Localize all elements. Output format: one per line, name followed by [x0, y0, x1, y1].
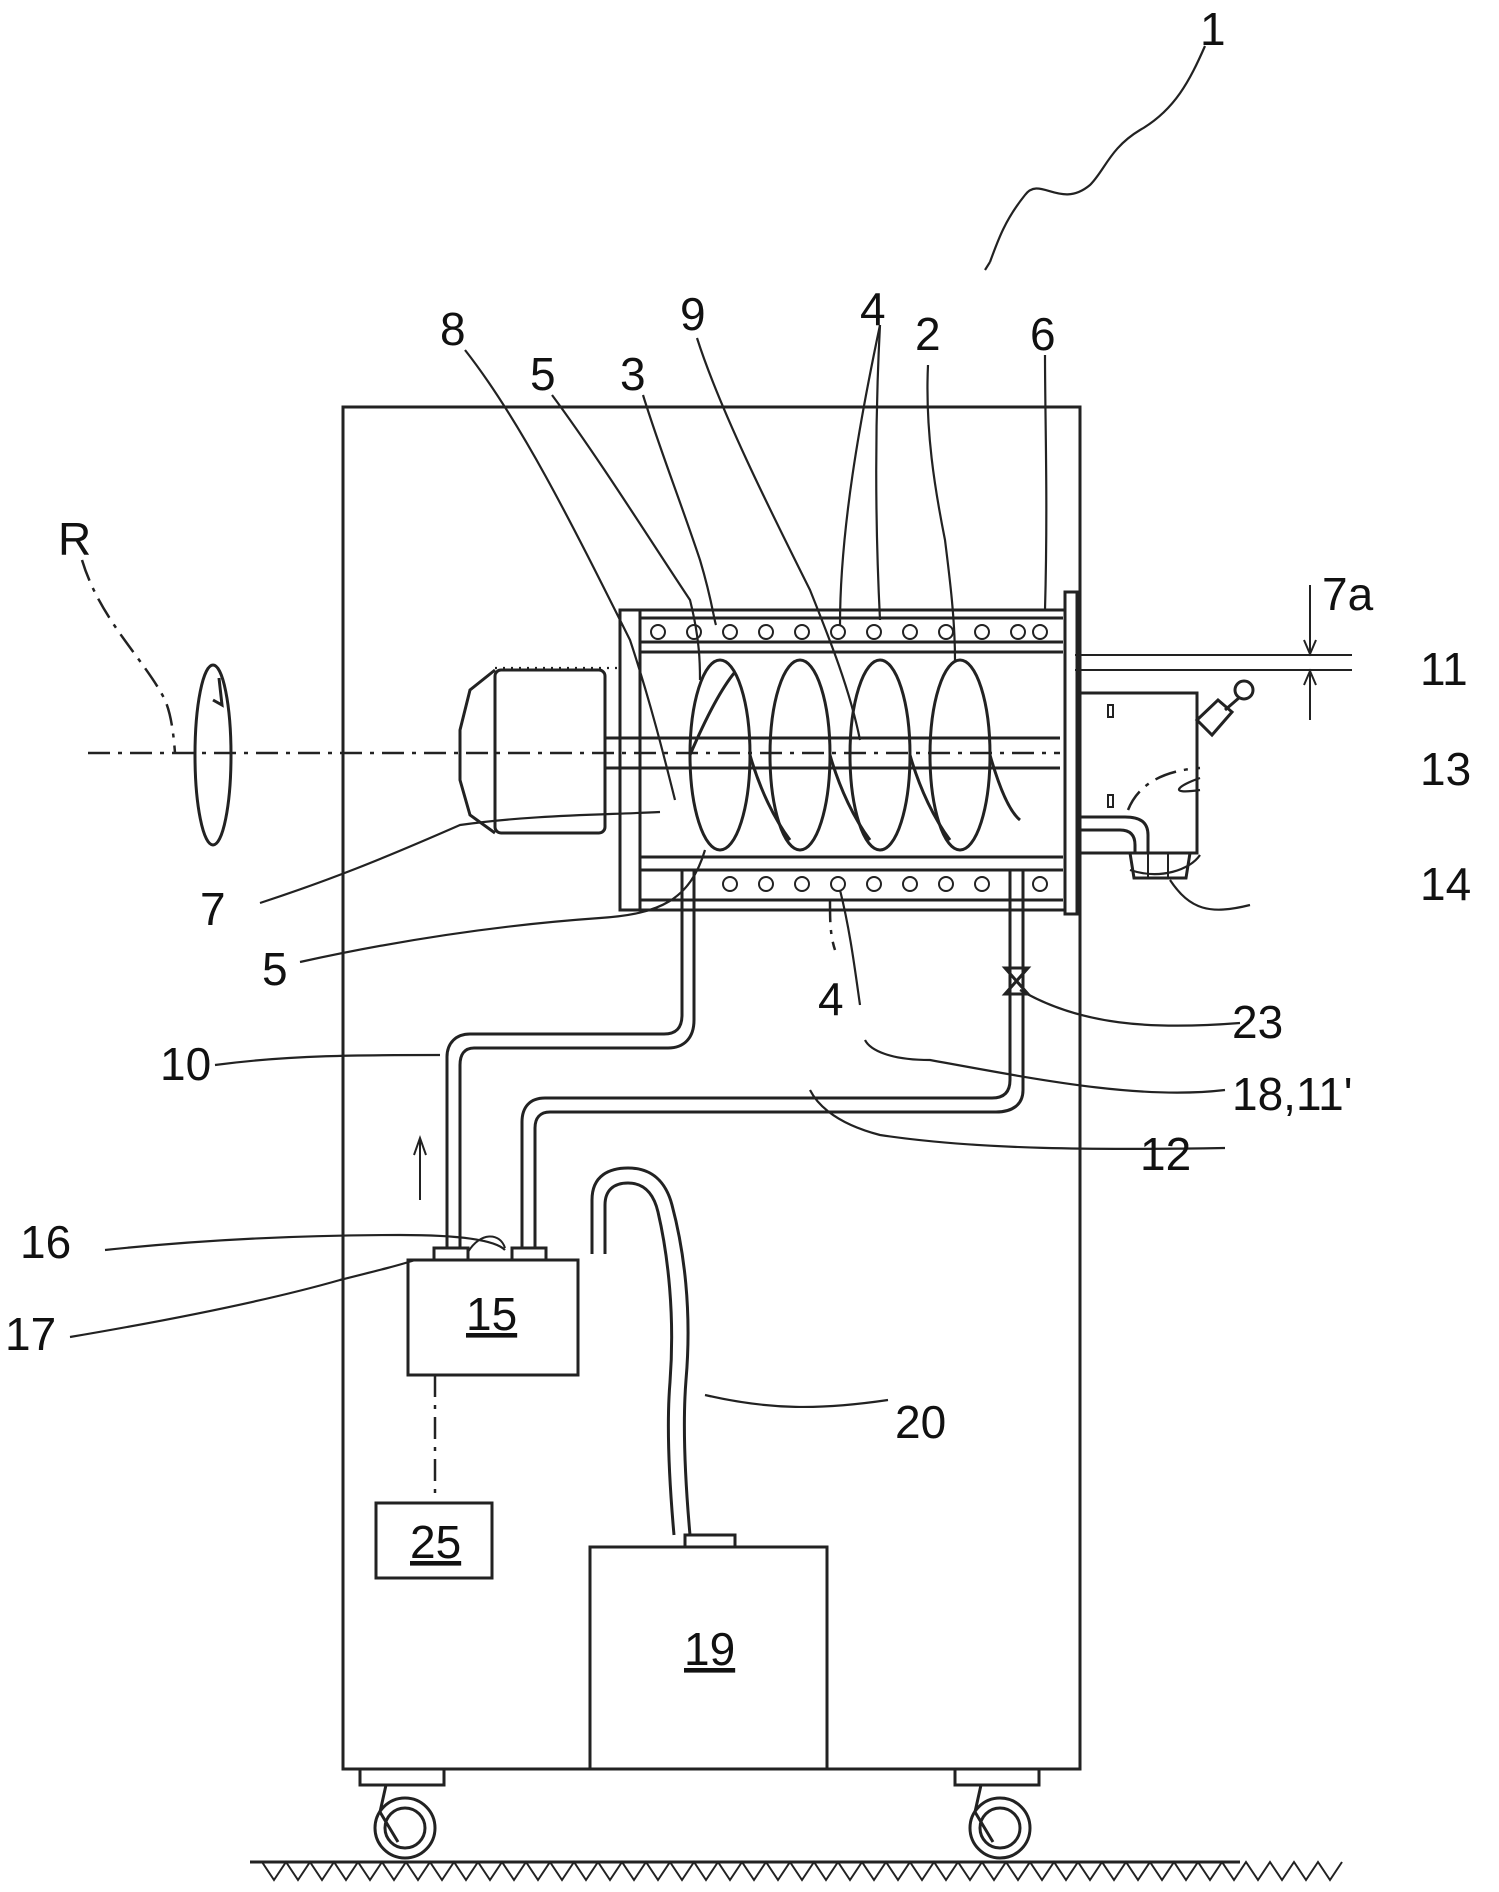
label-13: 13 — [1420, 743, 1471, 795]
label-16: 16 — [20, 1216, 71, 1268]
label-5-top: 5 — [530, 348, 556, 400]
heating-coils-bottom — [723, 877, 1047, 891]
label-8: 8 — [440, 303, 466, 355]
label-4-bottom: 4 — [818, 973, 844, 1025]
label-7a: 7a — [1322, 568, 1374, 620]
ground — [250, 1862, 1342, 1880]
label-12: 12 — [1140, 1128, 1191, 1180]
label-19: 19 — [684, 1623, 735, 1675]
label-10: 10 — [160, 1038, 211, 1090]
caster-left — [360, 1769, 444, 1858]
screw-flights — [690, 660, 1020, 850]
leader-lines — [70, 46, 1250, 1407]
label-5-bottom: 5 — [262, 943, 288, 995]
clearance-dimension — [1075, 585, 1352, 720]
label-1: 1 — [1200, 3, 1226, 55]
motor — [460, 668, 620, 835]
rotation-arrow — [195, 665, 231, 845]
label-25: 25 — [410, 1516, 461, 1568]
heating-coils-top — [651, 625, 1047, 639]
axis-r-leader — [82, 560, 175, 753]
label-18-11p: 18,11' — [1232, 1068, 1352, 1120]
label-6: 6 — [1030, 308, 1056, 360]
valve — [1005, 968, 1028, 994]
label-17: 17 — [5, 1308, 56, 1360]
label-15: 15 — [466, 1288, 517, 1340]
label-11: 11 — [1420, 643, 1468, 695]
caster-right — [955, 1769, 1039, 1858]
feed-line — [414, 870, 694, 1248]
label-3: 3 — [620, 348, 646, 400]
label-23: 23 — [1232, 996, 1283, 1048]
label-r: R — [58, 513, 91, 565]
label-7: 7 — [200, 883, 226, 935]
tank-hose — [592, 1168, 690, 1535]
return-line — [522, 870, 1023, 1248]
label-4-top: 4 — [860, 283, 886, 335]
label-14: 14 — [1420, 858, 1471, 910]
label-9: 9 — [680, 288, 706, 340]
label-20: 20 — [895, 1396, 946, 1448]
label-2: 2 — [915, 308, 941, 360]
extrusion-head — [1077, 681, 1253, 853]
